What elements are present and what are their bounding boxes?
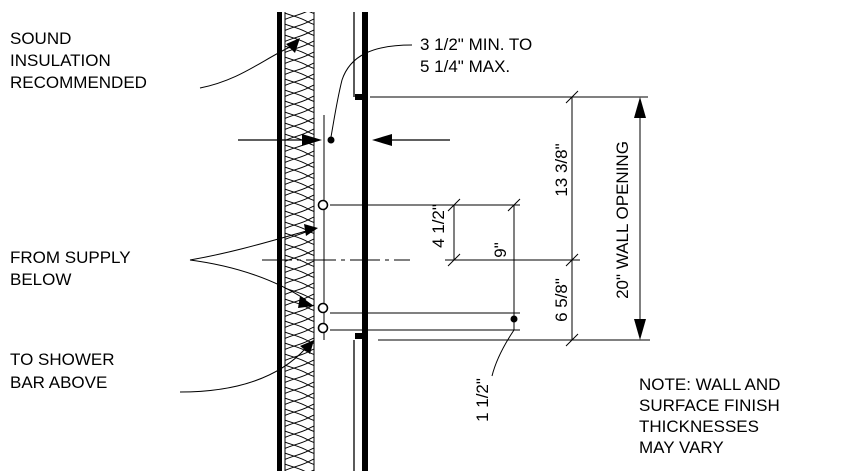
shower-label-line2: BAR ABOVE bbox=[10, 373, 107, 392]
dim-center-to-bottom: 6 5/8" bbox=[552, 278, 571, 322]
opening-top-flange bbox=[355, 94, 364, 100]
dim-inlet-spacing: 4 1/2" bbox=[429, 204, 448, 248]
shower-outlet-port bbox=[317, 322, 329, 334]
shower-label-line1: TO SHOWER bbox=[10, 350, 115, 369]
wall-section bbox=[277, 12, 368, 471]
note-line2: SURFACE FINISH bbox=[639, 396, 780, 415]
dim-outlet-offset: 1 1/2" bbox=[473, 378, 492, 422]
sound-label-line3: RECOMMENDED bbox=[10, 73, 147, 92]
rear-wall-board bbox=[277, 12, 282, 471]
extension-lines bbox=[262, 96, 650, 341]
supply-label-line2: BELOW bbox=[10, 270, 71, 289]
depth-label-line1: 3 1/2" MIN. TO bbox=[420, 35, 532, 54]
depth-label-line2: 5 1/4" MAX. bbox=[420, 57, 510, 76]
dimension-lines bbox=[447, 90, 646, 377]
note-line4: MAY VARY bbox=[639, 438, 724, 457]
note-line1: NOTE: WALL AND bbox=[639, 375, 780, 394]
valve-ports bbox=[317, 136, 335, 334]
opening-bottom-flange bbox=[355, 333, 364, 339]
sound-label-line1: SOUND bbox=[10, 29, 71, 48]
supply-label-line1: FROM SUPPLY bbox=[10, 248, 131, 267]
valve-center-dot bbox=[327, 136, 335, 144]
dim-inlet-span: 9" bbox=[491, 242, 510, 258]
supply-inlet-lower bbox=[317, 302, 329, 314]
outlet-offset-leader bbox=[491, 329, 515, 377]
sound-insulation bbox=[285, 12, 314, 471]
supply-inlet-upper bbox=[317, 199, 329, 211]
dim-top-to-center: 13 3/8" bbox=[552, 143, 571, 196]
front-wall-board bbox=[362, 12, 368, 471]
label-leaders bbox=[179, 38, 413, 393]
note-line3: THICKNESSES bbox=[639, 417, 759, 436]
dim-wall-opening: 20" WALL OPENING bbox=[613, 141, 632, 299]
depth-arrows bbox=[238, 134, 450, 146]
sound-label-line2: INSULATION bbox=[10, 51, 111, 70]
